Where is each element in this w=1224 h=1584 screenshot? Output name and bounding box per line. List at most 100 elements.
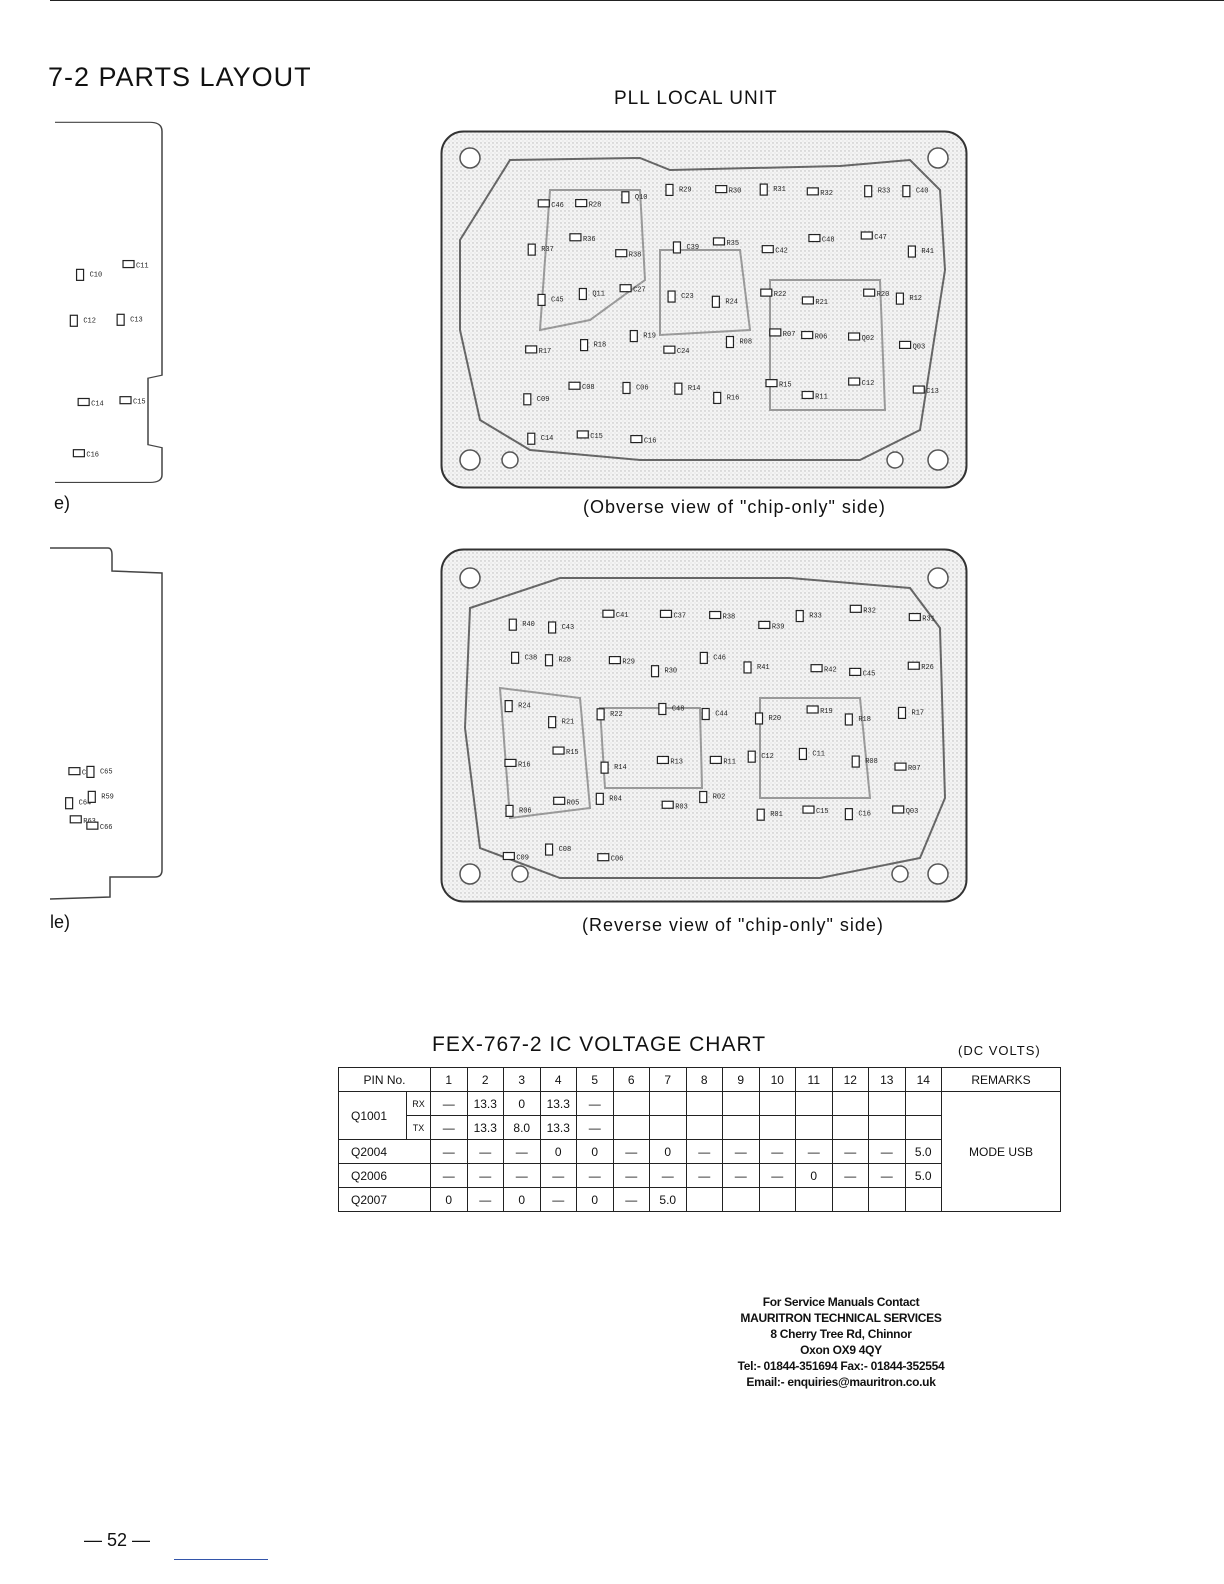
component-label: Q11 bbox=[592, 291, 605, 299]
component-label: R14 bbox=[614, 764, 627, 772]
chip-component bbox=[622, 381, 631, 395]
component-label: R31 bbox=[922, 616, 935, 624]
cell bbox=[831, 1091, 870, 1116]
cell: — bbox=[795, 1139, 833, 1164]
component-label: C14 bbox=[541, 435, 554, 443]
chip-component bbox=[548, 716, 557, 729]
cell: — bbox=[539, 1163, 578, 1188]
chip-component bbox=[602, 609, 615, 618]
cell: — bbox=[649, 1163, 687, 1188]
component-label: R30 bbox=[729, 188, 742, 196]
component-label: R04 bbox=[609, 795, 622, 803]
component-label: R32 bbox=[820, 190, 833, 198]
component-label: C44 bbox=[715, 711, 728, 719]
chip-component bbox=[898, 340, 912, 350]
cell bbox=[685, 1187, 724, 1212]
row-label: Q2007 bbox=[337, 1187, 432, 1212]
component-label: C06 bbox=[636, 384, 649, 392]
chip-component bbox=[597, 853, 610, 862]
row-label: Q2006 bbox=[337, 1163, 432, 1188]
cell: 0 bbox=[576, 1139, 614, 1164]
chip-component bbox=[808, 233, 821, 243]
chip-component bbox=[87, 790, 96, 803]
chip-component bbox=[116, 313, 125, 326]
chip-component bbox=[756, 808, 765, 821]
chip-component bbox=[759, 183, 768, 196]
chip-component bbox=[747, 750, 756, 763]
component-label: R11 bbox=[723, 758, 736, 766]
component-label: C42 bbox=[775, 248, 788, 256]
component-label: Q02 bbox=[862, 335, 875, 343]
cell: 5.0 bbox=[904, 1163, 943, 1188]
chip-component bbox=[806, 187, 819, 196]
cell bbox=[722, 1115, 760, 1140]
component-label: R21 bbox=[815, 299, 828, 307]
cell bbox=[831, 1115, 870, 1140]
pin-header: 7 bbox=[649, 1067, 687, 1092]
component-label: R21 bbox=[562, 719, 575, 727]
component-label: R07 bbox=[783, 331, 796, 339]
chip-component bbox=[863, 288, 876, 297]
component-label: R08 bbox=[865, 758, 878, 766]
cell bbox=[649, 1091, 687, 1116]
component-label: R15 bbox=[779, 382, 792, 390]
component-label: R28 bbox=[589, 202, 602, 210]
component-label: R03 bbox=[675, 803, 688, 811]
cell bbox=[795, 1187, 833, 1212]
component-label: R35 bbox=[726, 240, 739, 248]
q1001-label: Q1001 bbox=[338, 1091, 407, 1140]
chip-component bbox=[659, 609, 673, 618]
pin-header: 6 bbox=[612, 1067, 651, 1092]
cell: — bbox=[466, 1139, 505, 1164]
cell: — bbox=[868, 1163, 906, 1188]
contact-line: For Service Manuals Contact bbox=[762, 1295, 920, 1309]
chip-component bbox=[505, 804, 514, 817]
cell bbox=[758, 1115, 797, 1140]
voltage-chart-units: (DC VOLTS) bbox=[958, 1043, 1041, 1058]
chip-component bbox=[795, 609, 804, 623]
component-label: R59 bbox=[101, 793, 114, 801]
cell bbox=[612, 1091, 651, 1116]
chip-component bbox=[548, 621, 557, 634]
chip-component bbox=[661, 800, 674, 809]
cell: — bbox=[758, 1163, 797, 1188]
chip-component bbox=[595, 792, 604, 805]
chip-component bbox=[709, 610, 722, 620]
chip-component bbox=[508, 618, 517, 631]
component-label: R08 bbox=[739, 339, 752, 347]
component-label: R18 bbox=[594, 342, 607, 350]
section-title: 7-2 PARTS LAYOUT bbox=[48, 62, 312, 92]
cell: 5.0 bbox=[649, 1187, 687, 1212]
chip-component bbox=[619, 284, 632, 293]
cell: 0 bbox=[503, 1187, 541, 1212]
cell: — bbox=[722, 1139, 760, 1164]
service-contact-block: For Service Manuals Contact MAURITRON TE… bbox=[700, 1294, 982, 1390]
pin-header: 9 bbox=[722, 1067, 760, 1092]
contact-line: Tel:- 01844-351694 Fax:- 01844-352554 bbox=[737, 1359, 945, 1373]
component-label: C64 bbox=[79, 800, 92, 808]
cell: — bbox=[503, 1139, 541, 1164]
cell: 0 bbox=[503, 1091, 541, 1116]
chip-component bbox=[122, 259, 135, 269]
component-label: R37 bbox=[541, 246, 554, 254]
component-label: C13 bbox=[926, 388, 939, 396]
cell: — bbox=[612, 1163, 651, 1188]
chip-component bbox=[754, 712, 764, 725]
component-label: Q03 bbox=[906, 808, 919, 816]
component-label: R19 bbox=[643, 333, 656, 341]
chip-component bbox=[650, 665, 660, 678]
chip-component bbox=[86, 765, 95, 778]
chip-component bbox=[912, 385, 925, 394]
chip-component bbox=[665, 183, 674, 197]
chip-component bbox=[907, 245, 916, 258]
header-row: PIN No. 1 2 3 4 5 6 7 8 9 10 11 12 13 14… bbox=[337, 1067, 1062, 1092]
component-label: R13 bbox=[670, 758, 683, 766]
cell: — bbox=[576, 1115, 614, 1140]
pin-header: 10 bbox=[758, 1067, 797, 1092]
component-label: R32 bbox=[863, 607, 876, 615]
pin-header: 2 bbox=[466, 1067, 505, 1092]
table-row: Q1001 RX — 13.3 0 13.3 — MODE USB bbox=[338, 1091, 1062, 1212]
component-label: C16 bbox=[86, 452, 99, 460]
cell bbox=[868, 1187, 906, 1212]
